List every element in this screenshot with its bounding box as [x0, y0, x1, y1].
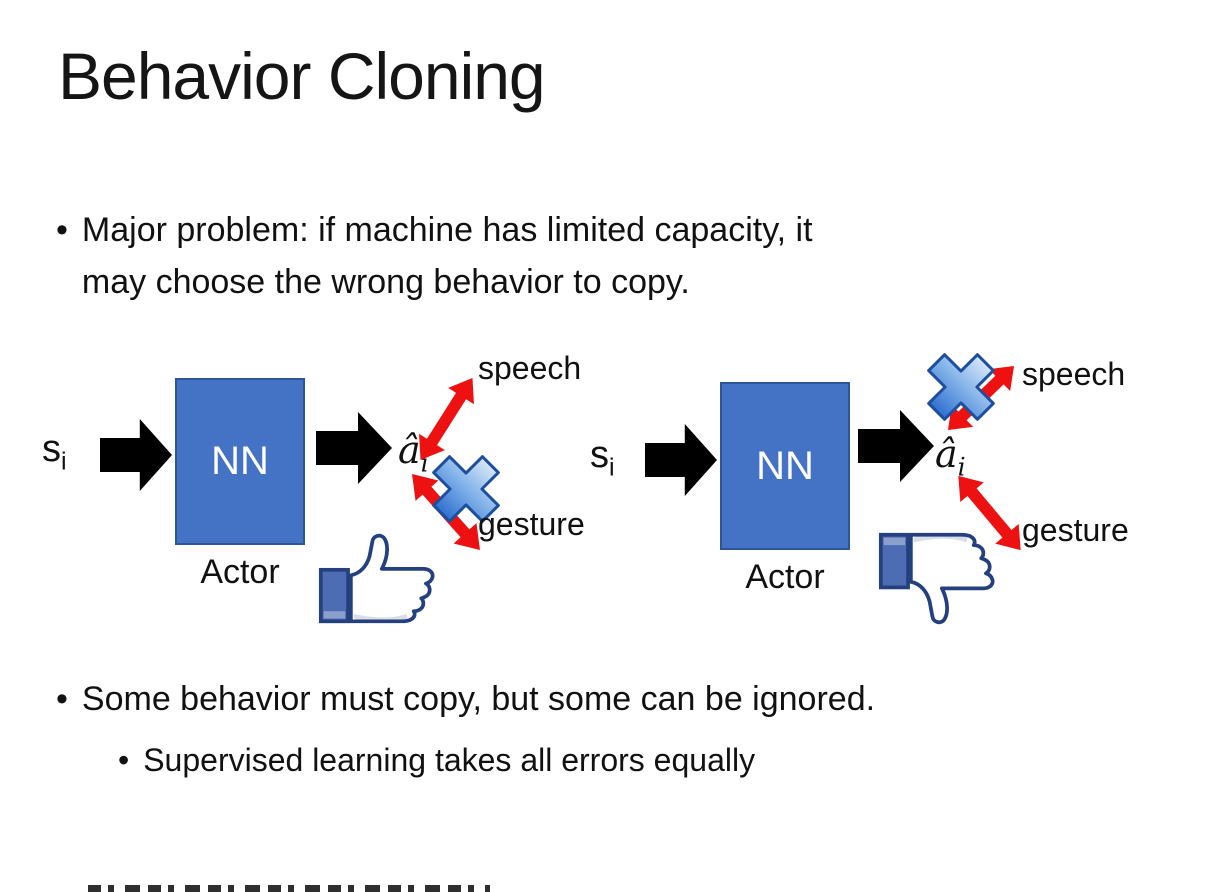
left-nn-box: NN [175, 378, 305, 545]
bullet-major-problem-text: Major problem: if machine has limited ca… [82, 204, 813, 308]
right-gesture-label: gesture [1022, 512, 1129, 548]
bullet-marker: • [118, 742, 130, 778]
sub-bullet-supervised: • Supervised learning takes all errors e… [118, 738, 755, 782]
left-speech-arrow-icon [406, 369, 487, 469]
thumbs-down-icon [878, 531, 1000, 625]
right-nn-box: NN [720, 382, 850, 550]
bullet-marker: • [56, 211, 68, 249]
left-output-label: âi [398, 428, 429, 478]
left-speech-label: speech [478, 350, 582, 386]
bullet-major-problem: • Major problem: if machine has limited … [56, 204, 813, 308]
bullet-some-behavior: • Some behavior must copy, but some can … [56, 676, 875, 722]
right-input-label: si [590, 434, 615, 482]
right-gesture-arrow-icon [945, 465, 1033, 561]
right-nn-label: NN [756, 443, 814, 488]
left-output-arrow-icon [316, 412, 392, 484]
right-output-label: âi [935, 432, 966, 482]
right-cross-out-icon [922, 348, 1000, 426]
left-nn-label: NN [211, 439, 269, 483]
left-cross-out-icon [427, 450, 505, 528]
left-input-arrow-icon [100, 419, 172, 491]
sub-bullet-supervised-text: Supervised learning takes all errors equ… [143, 742, 756, 778]
bullet-marker: • [56, 680, 68, 718]
right-input-arrow-icon [645, 424, 717, 496]
right-actor-label: Actor [745, 558, 825, 596]
right-speech-label: speech [1022, 356, 1126, 392]
cropped-text-artifact [88, 885, 490, 892]
left-input-label: si [42, 428, 67, 476]
right-output-arrow-icon [858, 410, 934, 482]
bullet-line-1: Major problem: if machine has limited ca… [81, 211, 813, 249]
thumbs-up-icon [318, 533, 440, 625]
slide-title: Behavior Cloning [58, 39, 546, 113]
left-gesture-label: gesture [478, 506, 585, 542]
bullet-some-behavior-text: Some behavior must copy, but some can be… [81, 680, 876, 718]
bullet-line-2: may choose the wrong behavior to copy. [81, 263, 690, 301]
left-actor-label: Actor [200, 553, 280, 591]
